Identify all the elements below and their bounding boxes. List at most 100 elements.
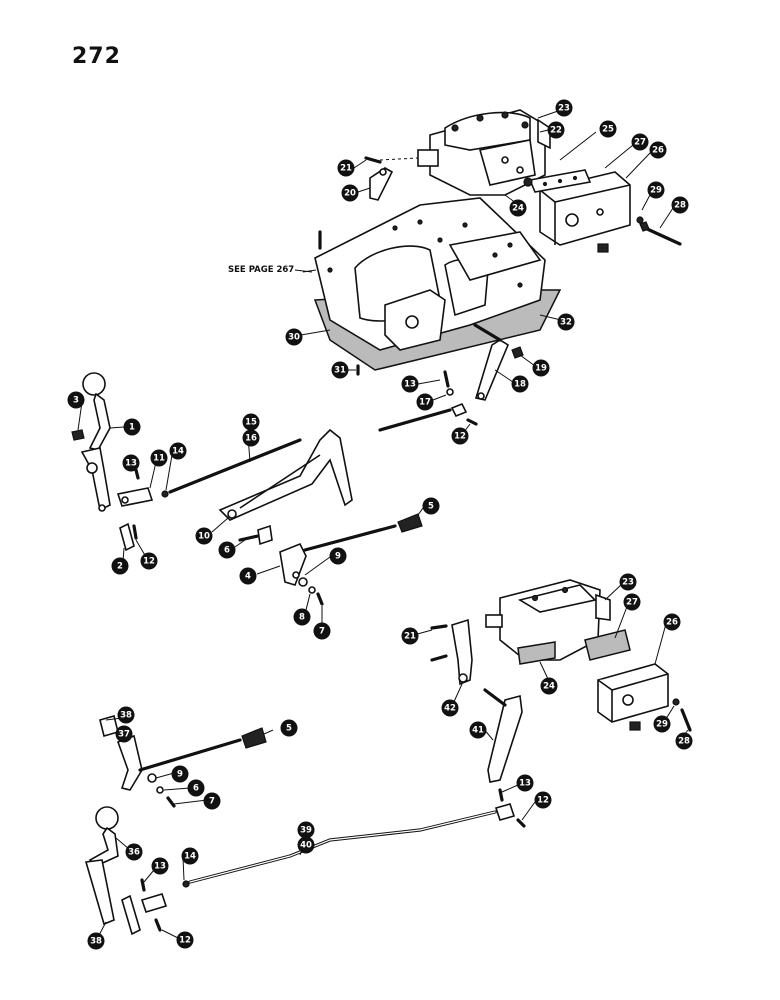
callout-13: 13 (151, 857, 169, 875)
callout-21: 21 (337, 159, 355, 177)
svg-text:1: 1 (129, 423, 135, 433)
yoke-11 (116, 487, 154, 507)
svg-text:14: 14 (172, 447, 184, 457)
svg-text:14: 14 (184, 852, 196, 862)
callout-10: 10 (195, 527, 213, 545)
upper-seal-25 (523, 177, 533, 187)
callout-12: 12 (140, 552, 158, 570)
lower-pin-38 (121, 894, 141, 936)
svg-text:5: 5 (428, 502, 434, 512)
see-page-note: SEE PAGE 267 (228, 265, 294, 275)
svg-text:16: 16 (245, 434, 257, 444)
callout-29: 29 (647, 181, 665, 199)
callout-9: 9 (329, 547, 347, 565)
callout-28: 28 (671, 196, 689, 214)
svg-text:38: 38 (90, 937, 102, 947)
callout-3: 3 (67, 391, 85, 409)
callout-36: 36 (125, 843, 143, 861)
callout-25: 25 (599, 120, 617, 138)
callout-38: 38 (87, 932, 105, 950)
upper-washer-29 (636, 216, 644, 224)
callout-4: 4 (239, 567, 257, 585)
callout-17: 17 (416, 393, 434, 411)
svg-text:2: 2 (117, 562, 123, 572)
page-number: 272 (72, 44, 121, 69)
pin-6 (238, 524, 273, 546)
callout-5: 5 (280, 719, 298, 737)
svg-text:26: 26 (652, 146, 664, 156)
callout-41: 41 (469, 721, 487, 739)
callout-26: 26 (649, 141, 667, 159)
svg-text:13: 13 (154, 862, 166, 872)
svg-text:28: 28 (678, 737, 690, 747)
bolt-7 (316, 592, 324, 606)
svg-text:5: 5 (286, 724, 292, 734)
upper-bolt-28 (639, 221, 682, 246)
svg-text:17: 17 (419, 398, 431, 408)
lower-nut-14 (182, 880, 190, 888)
svg-text:28: 28 (674, 201, 686, 211)
callout-21: 21 (401, 627, 419, 645)
lower-lever-42 (451, 618, 473, 686)
control-lever-1 (80, 372, 111, 512)
callout-11: 11 (150, 449, 168, 467)
svg-text:32: 32 (560, 318, 572, 328)
callout-24: 24 (509, 199, 527, 217)
callout-13: 13 (122, 454, 140, 472)
svg-text:9: 9 (177, 770, 183, 780)
svg-text:9: 9 (335, 552, 341, 562)
svg-text:30: 30 (288, 333, 300, 343)
svg-text:3: 3 (73, 396, 79, 406)
svg-text:24: 24 (543, 682, 555, 692)
pin-2 (119, 522, 135, 552)
upper-valve-block-26 (539, 171, 631, 253)
callout-5: 5 (422, 497, 440, 515)
callout-28: 28 (675, 732, 693, 750)
pin-21 (364, 156, 382, 164)
callout-26: 26 (663, 613, 681, 631)
washer-8 (308, 586, 316, 594)
svg-text:7: 7 (209, 797, 215, 807)
svg-text:40: 40 (300, 841, 312, 851)
upper-rod-16 (378, 408, 452, 432)
callout-23: 23 (555, 99, 573, 117)
svg-text:13: 13 (125, 459, 137, 469)
svg-text:31: 31 (334, 366, 346, 376)
lower-yoke-right (494, 803, 516, 821)
svg-text:22: 22 (550, 126, 562, 136)
callout-12: 12 (534, 791, 552, 809)
svg-text:42: 42 (444, 704, 456, 714)
pin-13-right (443, 370, 450, 388)
callout-15: 15 (242, 413, 260, 431)
lower-valve-block-26 (597, 663, 669, 731)
svg-text:6: 6 (193, 784, 199, 794)
link-4-and-knob-5 (279, 513, 423, 586)
svg-text:18: 18 (514, 380, 526, 390)
callout-14: 14 (169, 442, 187, 460)
lower-arm-41 (483, 688, 523, 783)
svg-text:21: 21 (404, 632, 416, 642)
svg-text:38: 38 (120, 711, 132, 721)
svg-text:12: 12 (143, 557, 155, 567)
callout-39: 39 (297, 821, 315, 839)
svg-text:21: 21 (340, 164, 352, 174)
lower-washer-6 (156, 786, 164, 794)
svg-text:27: 27 (626, 598, 638, 608)
svg-text:41: 41 (472, 726, 484, 736)
upper-lever-20 (369, 167, 394, 201)
svg-text:13: 13 (404, 380, 416, 390)
svg-text:19: 19 (535, 364, 547, 374)
callout-27: 27 (631, 133, 649, 151)
callout-16: 16 (242, 429, 260, 447)
housing-cover (313, 197, 562, 371)
clip-12-right (466, 418, 478, 426)
svg-text:27: 27 (634, 138, 646, 148)
lower-washer-9 (147, 773, 157, 783)
callout-7: 7 (313, 622, 331, 640)
lower-clip-12-left (154, 918, 162, 932)
callout-9: 9 (171, 765, 189, 783)
lower-bolt-7 (166, 796, 176, 808)
